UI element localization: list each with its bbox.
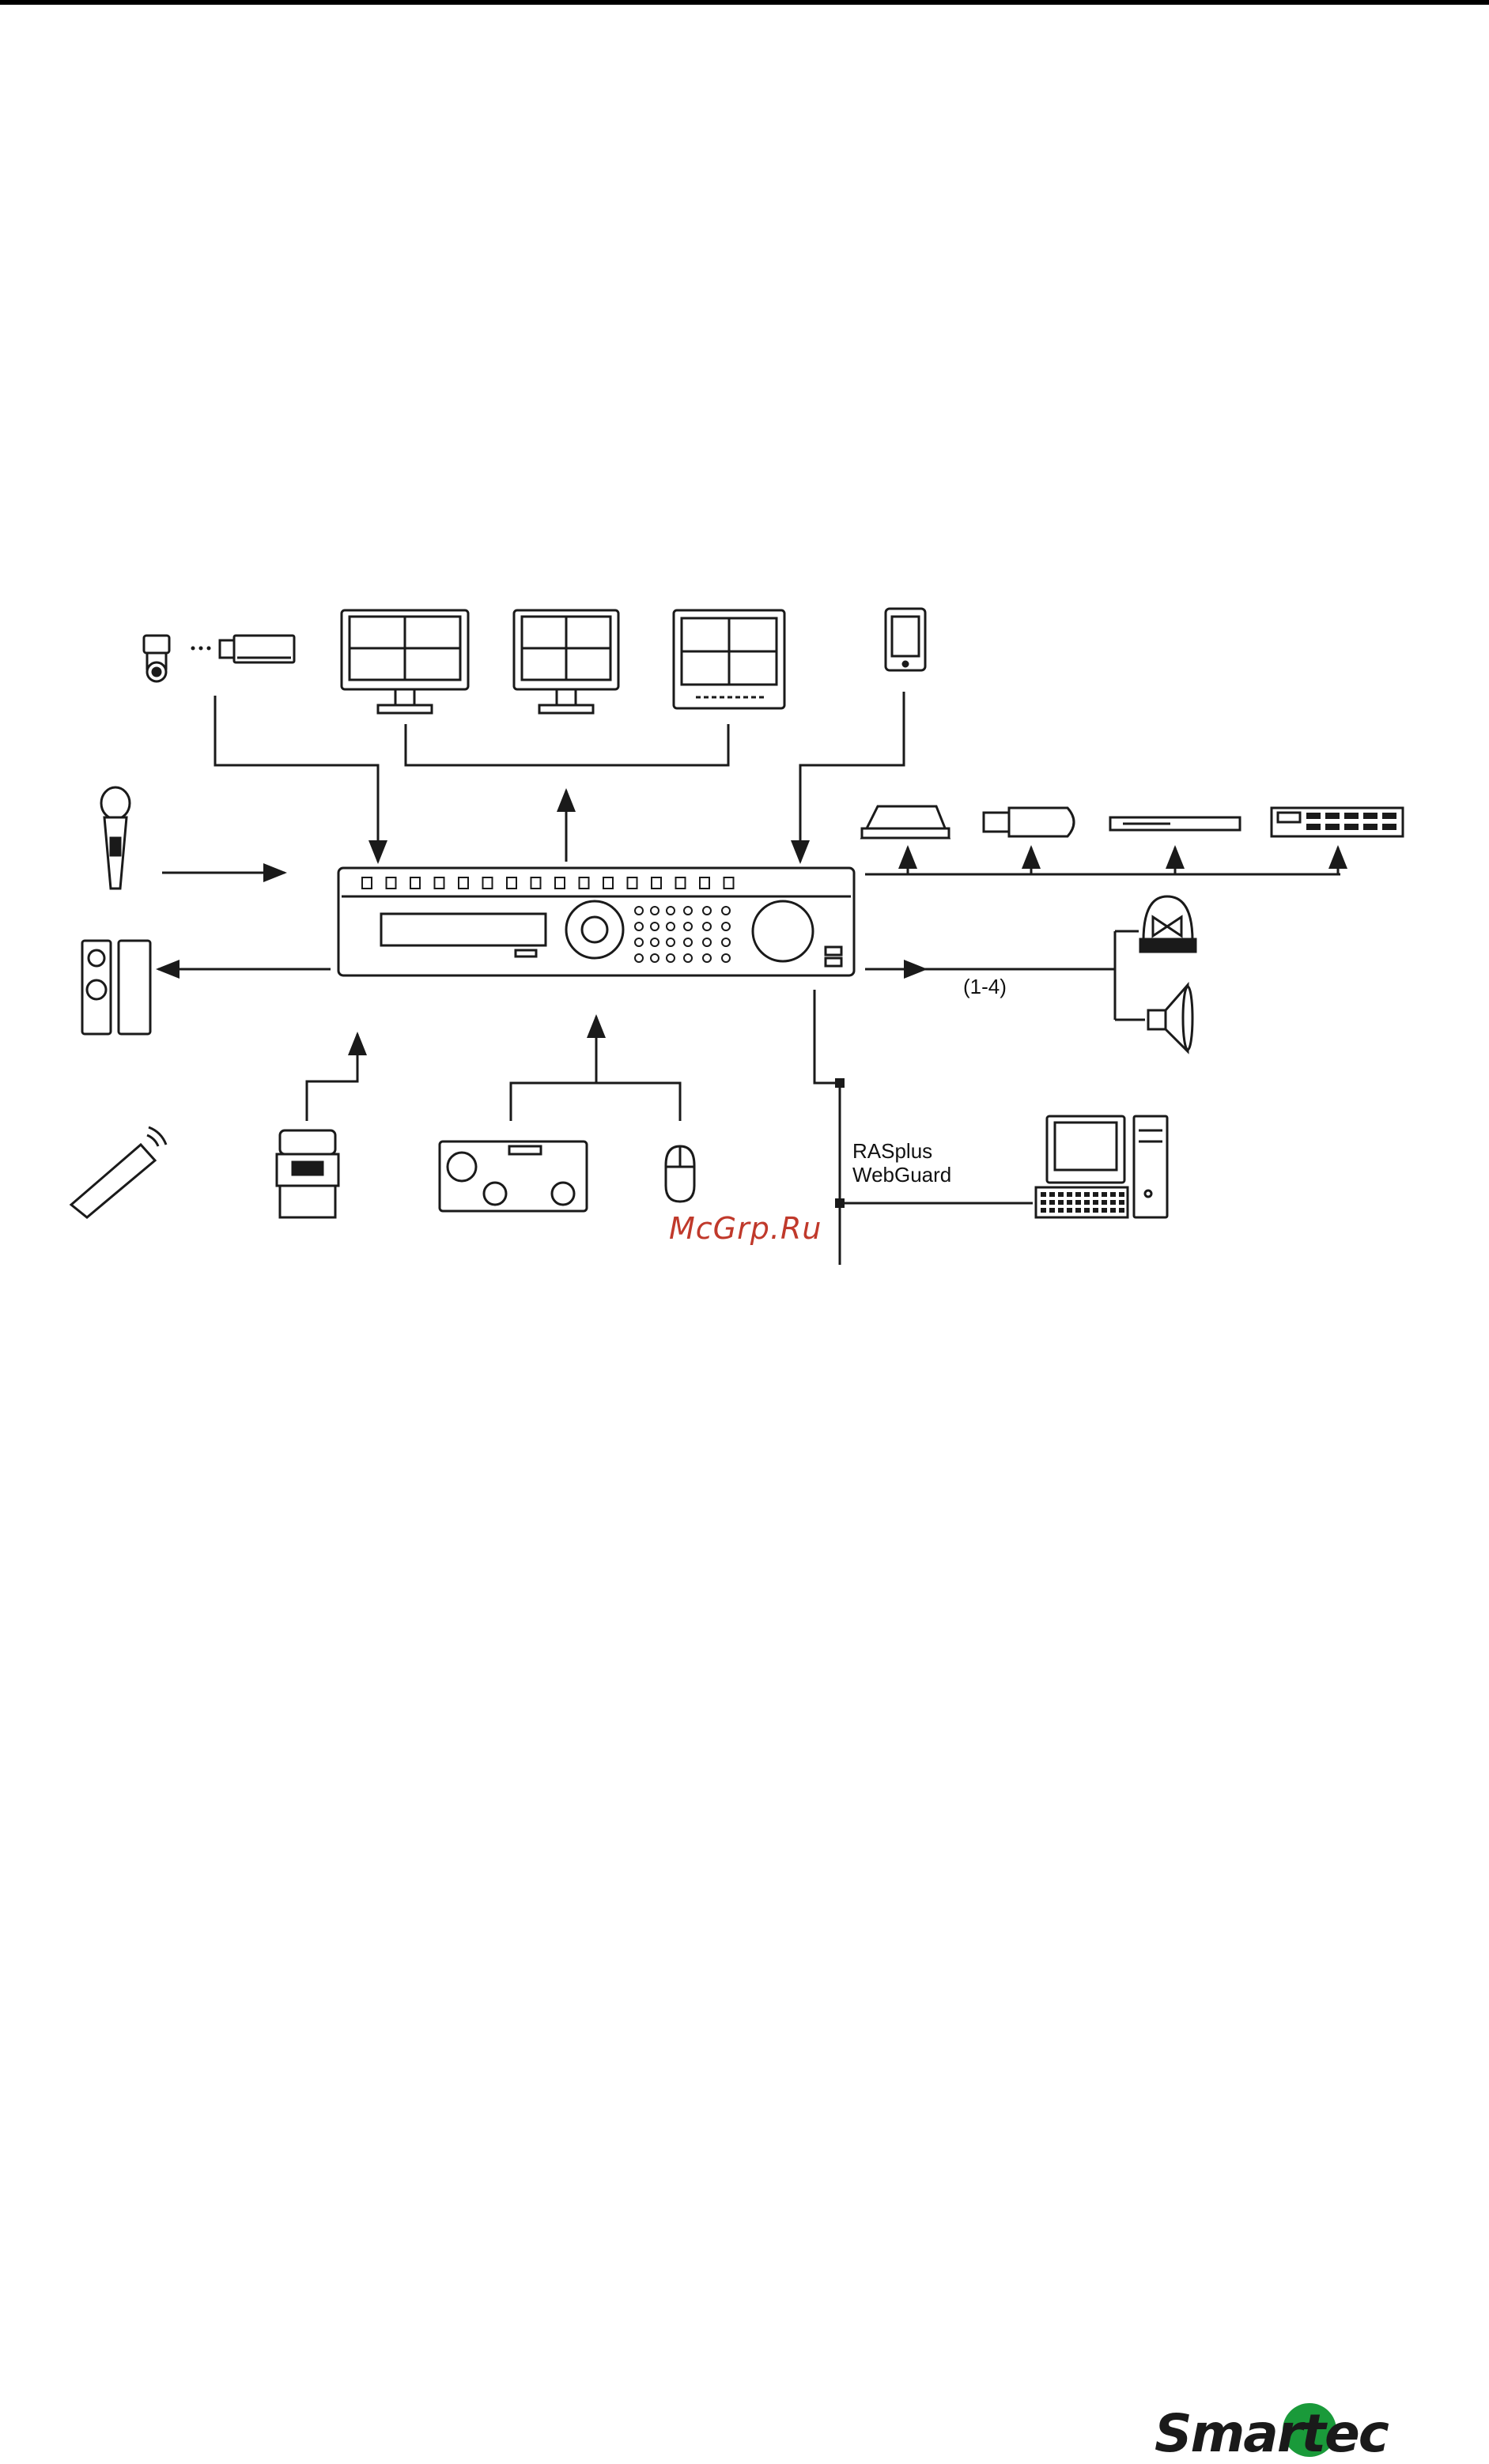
keyboard-key [1049,1192,1055,1197]
ptz-keyboard-icon [440,1141,587,1211]
keyboard-key [1119,1200,1124,1205]
monitor-icon [514,610,618,713]
keyboard-key [1102,1192,1107,1197]
alarm-count-label: (1-4) [963,975,1007,998]
raid-storage-icon [1272,808,1403,836]
keyboard-key [1058,1208,1064,1213]
raid-slot [1306,824,1321,830]
ellipsis-dots [191,647,211,651]
camera-connection-line [215,696,378,862]
raid-slot [1363,813,1378,819]
smartec-logo: Smartec [1155,2403,1455,2458]
monitor-bus-line [406,724,728,765]
keyboard-key [1058,1200,1064,1205]
dvd-drive-icon [1110,817,1240,830]
remote-software-label-1: RASplus [852,1140,932,1162]
keyboard-key [1058,1192,1064,1197]
raid-slot [1344,813,1359,819]
remote-software-label-2: WebGuard [852,1164,951,1186]
siren-icon [1148,985,1192,1051]
alarm-light-icon [1140,896,1196,952]
keyboard-key [1084,1208,1090,1213]
keyboard-key [1041,1208,1046,1213]
keyboard-key [1110,1200,1116,1205]
keyboard-key [1067,1200,1072,1205]
keyboard-key [1093,1192,1098,1197]
speaker-icon [82,941,150,1034]
remote-control-icon [71,1127,166,1217]
keyboard-key [1084,1200,1090,1205]
keyboard-key [1075,1192,1081,1197]
hdd-icon [886,609,925,670]
microphone-icon [101,787,130,889]
raid-slot [1306,813,1321,819]
raid-slot [1363,824,1378,830]
dvr-unit-icon [338,868,854,975]
watermark-text: McGrp.Ru [669,1211,822,1246]
monitor-icon [342,610,468,713]
logo-text: Smartec [1155,2403,1388,2464]
ptz-camera-icon [144,636,169,681]
raid-slot [1325,824,1340,830]
raid-slot [1325,813,1340,819]
keyboard-key [1093,1200,1098,1205]
keyboard-key [1093,1208,1098,1213]
keyboard-key [1075,1208,1081,1213]
text-in-device-icon [277,1130,338,1217]
keyboard-key [1041,1200,1046,1205]
text-in-connection-line [307,1034,357,1121]
keyboard-key [1067,1192,1072,1197]
keyboard-key [1041,1192,1046,1197]
crt-monitor-icon [674,610,784,708]
keyboard-key [1075,1200,1081,1205]
keyboard-key [1110,1208,1116,1213]
keyboard-key [1119,1208,1124,1213]
mouse-icon [666,1146,694,1202]
usb-drive-icon [984,808,1074,836]
box-camera-icon [220,636,294,662]
keyboard-key [1102,1200,1107,1205]
keyboard-key [1067,1208,1072,1213]
keyboard-mouse-bus-line [511,1083,680,1121]
raid-slot [1382,813,1396,819]
external-hdd-icon [862,806,949,838]
keyboard-key [1049,1208,1055,1213]
keyboard-key [1119,1192,1124,1197]
keyboard-key [1110,1192,1116,1197]
keyboard-key [1084,1192,1090,1197]
keyboard-key [1102,1208,1107,1213]
keyboard-key [1049,1200,1055,1205]
raid-slot [1382,824,1396,830]
raid-slot [1344,824,1359,830]
